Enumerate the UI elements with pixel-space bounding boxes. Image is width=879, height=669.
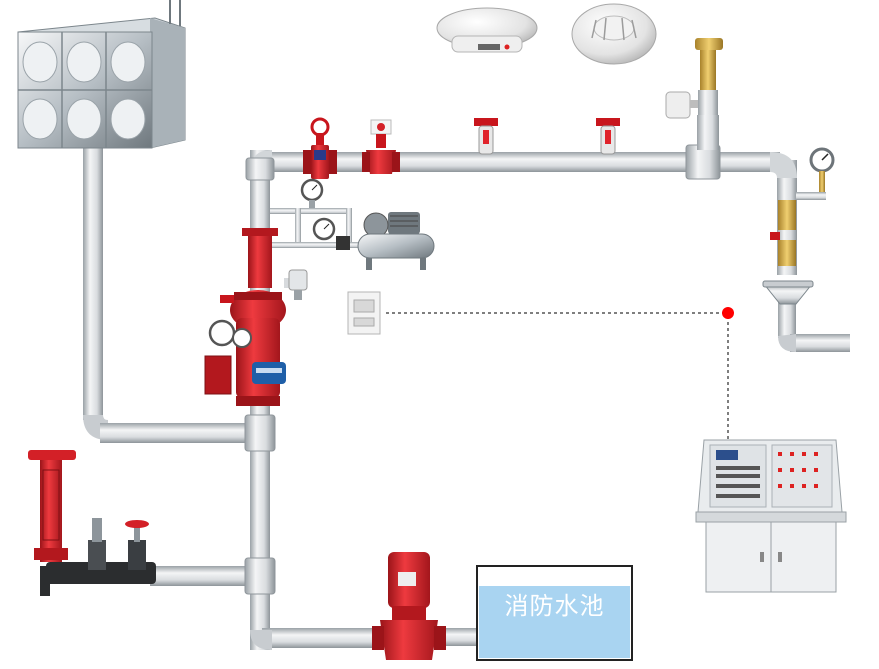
gate-valve-top-icon xyxy=(362,119,400,174)
air-compressor-icon xyxy=(357,212,435,270)
smoke-detector-icon xyxy=(436,7,538,53)
compressor-piping xyxy=(270,208,358,250)
sprinkler-head-icon xyxy=(474,118,498,155)
gate-valve-icon xyxy=(40,518,156,596)
fire-hydrant-icon xyxy=(28,450,76,562)
control-panel-icon xyxy=(695,439,847,593)
drain-funnel-icon xyxy=(762,280,814,305)
water-pool xyxy=(476,565,633,661)
sprinkler-head-icon xyxy=(596,118,620,155)
deluge-valve-icon xyxy=(204,228,306,406)
fire-pump-icon xyxy=(372,552,446,660)
pool-label: 消防水池 xyxy=(504,592,605,620)
pressure-gauge-icon xyxy=(300,178,324,212)
signal-valve-icon xyxy=(303,117,337,179)
wall-plate-icon xyxy=(347,291,381,335)
heat-detector-icon xyxy=(571,3,657,65)
exhaust-valve-icon xyxy=(665,38,723,150)
test-valve-icon xyxy=(770,147,835,266)
pressure-gauge-icon xyxy=(312,217,336,241)
pressure-switch-icon xyxy=(288,269,308,300)
signal-line xyxy=(386,307,734,440)
water-tank-icon xyxy=(17,0,186,149)
